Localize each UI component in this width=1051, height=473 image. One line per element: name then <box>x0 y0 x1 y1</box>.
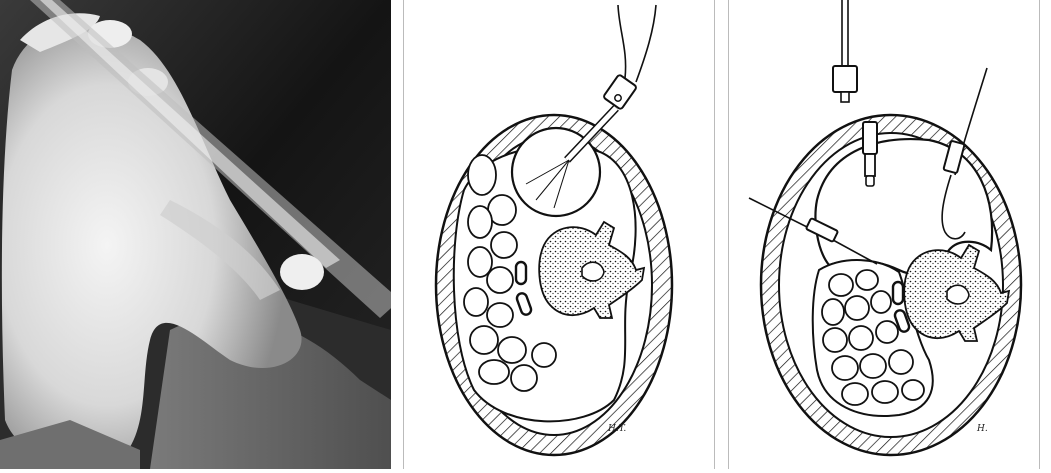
diagram-multiple-trocars: H. <box>728 0 1040 469</box>
diagram-single-trocar: H.T. <box>403 0 715 469</box>
artist-signature: H.T. <box>608 424 626 434</box>
artist-signature: H. <box>977 424 988 434</box>
surgical-photo <box>0 0 391 469</box>
cross-section-diagram <box>404 0 714 469</box>
cross-section-diagram <box>729 0 1039 469</box>
surgical-photo-icon <box>0 0 391 469</box>
